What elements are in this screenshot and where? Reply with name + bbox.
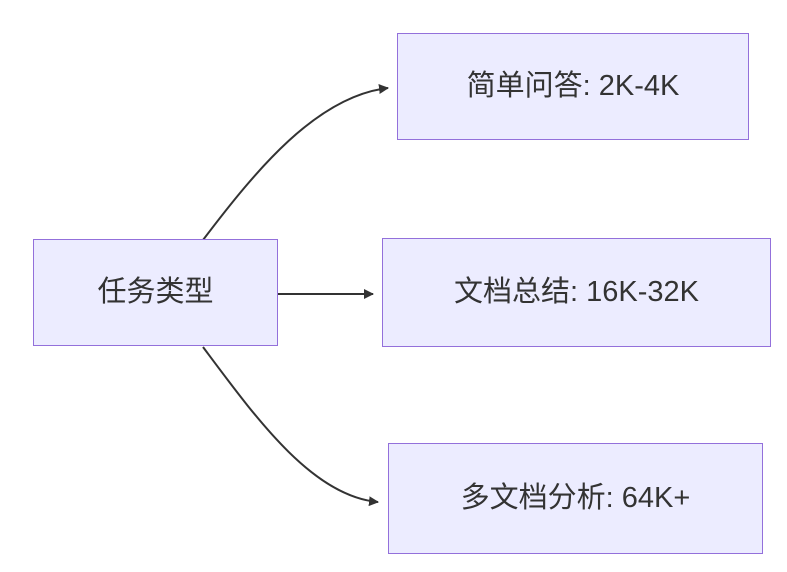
- node-task-type-label: 任务类型: [97, 276, 214, 309]
- node-multi-doc-analysis-label: 多文档分析: 64K+: [460, 482, 691, 515]
- node-doc-summary-label: 文档总结: 16K-32K: [454, 276, 699, 309]
- edge-root-to-bottom: [202, 346, 379, 507]
- node-simple-qa-label: 简单问答: 2K-4K: [466, 70, 680, 103]
- node-task-type: 任务类型: [33, 239, 278, 346]
- node-doc-summary: 文档总结: 16K-32K: [382, 238, 771, 347]
- edge-root-to-top: [202, 84, 389, 241]
- node-multi-doc-analysis: 多文档分析: 64K+: [388, 443, 763, 554]
- node-simple-qa: 简单问答: 2K-4K: [397, 33, 749, 140]
